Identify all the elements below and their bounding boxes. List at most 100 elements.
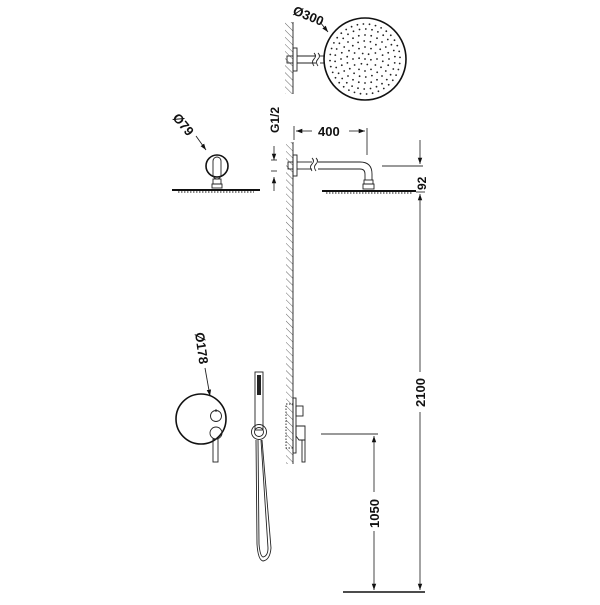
nozzle-dot <box>370 47 372 50</box>
nozzle-dot <box>353 52 356 54</box>
nozzle-dot <box>364 34 366 36</box>
nozzle-pattern <box>329 23 401 95</box>
nozzle-dot <box>343 70 346 72</box>
nozzle-dot <box>352 78 354 81</box>
nozzle-dot <box>388 58 390 60</box>
shower-arm-side-view: G1/2 400 <box>268 107 416 464</box>
nozzle-dot <box>329 59 331 62</box>
nozzle-dot <box>398 62 401 65</box>
nozzle-dot <box>385 30 388 33</box>
nozzle-dot <box>358 75 361 78</box>
nozzle-dot <box>346 62 349 64</box>
hand-shower-spray-face <box>257 375 261 395</box>
nozzle-dot <box>348 49 350 52</box>
nozzle-dot <box>352 30 355 33</box>
nozzle-dot <box>381 41 383 43</box>
nozzle-dot <box>371 92 374 95</box>
nozzle-dot <box>340 64 343 67</box>
nozzle-dot <box>393 62 396 64</box>
nozzle-dot <box>369 87 372 90</box>
nozzle-dot <box>351 85 353 87</box>
nozzle-dot <box>352 37 354 40</box>
nozzle-dot <box>359 92 362 95</box>
nozzle-dot <box>380 66 382 69</box>
nozzle-dot <box>358 68 360 71</box>
nozzle-dot <box>387 51 390 54</box>
nozzle-dot <box>362 23 365 25</box>
nozzle-dot <box>377 31 379 33</box>
nozzle-dot <box>381 75 383 77</box>
nozzle-dot <box>382 87 385 90</box>
nozzle-dot <box>364 70 366 72</box>
nozzle-dot <box>342 85 345 88</box>
nozzle-dot <box>384 46 387 48</box>
nozzle-dot <box>340 51 343 54</box>
label-diameter-300: Ø300 <box>291 3 326 29</box>
nozzle-dot <box>381 82 383 85</box>
label-g-half: G1/2 <box>268 107 282 133</box>
nozzle-dot <box>353 72 355 75</box>
wall-flange-front-view: Ø79 <box>170 110 260 193</box>
nozzle-dot <box>393 39 396 42</box>
nozzle-dot <box>399 56 401 59</box>
nozzle-dot <box>386 38 389 41</box>
label-drop-92: 92 <box>415 176 429 190</box>
nozzle-dot <box>367 53 370 56</box>
nozzle-dot <box>352 58 354 60</box>
nozzle-dot <box>377 90 380 93</box>
nozzle-dot <box>369 40 372 43</box>
wall-hatch-main <box>286 142 293 464</box>
mixer-side-view <box>285 397 306 463</box>
nozzle-dot <box>358 47 360 50</box>
nozzle-dot <box>340 58 342 60</box>
nozzle-dot <box>357 34 360 37</box>
nozzle-dot <box>361 52 364 55</box>
nozzle-dot <box>384 70 387 72</box>
nozzle-dot <box>342 37 345 40</box>
nozzle-dot <box>375 85 378 88</box>
nozzle-dot <box>350 25 353 28</box>
hand-shower-with-hose <box>251 371 272 562</box>
nozzle-dot <box>348 89 350 91</box>
nozzle-dot <box>376 58 378 60</box>
nozzle-dot <box>380 27 382 29</box>
nozzle-dot <box>333 42 335 44</box>
nozzle-dot <box>351 44 354 47</box>
nozzle-dot <box>330 47 333 50</box>
nozzle-dot <box>336 36 339 39</box>
nozzle-dot <box>365 93 368 95</box>
nozzle-dot <box>391 79 394 82</box>
nozzle-dot <box>370 81 373 84</box>
nozzle-dot <box>387 64 390 67</box>
nozzle-dot <box>364 28 367 30</box>
nozzle-dot <box>358 57 360 60</box>
nozzle-dot <box>364 58 366 60</box>
nozzle-dot <box>394 55 396 58</box>
nozzle-dot <box>329 65 332 68</box>
nozzle-dot <box>392 68 395 70</box>
nozzle-dot <box>374 24 377 27</box>
nozzle-dot <box>341 77 344 80</box>
nozzle-dot <box>376 37 378 40</box>
nozzle-dot <box>357 41 359 44</box>
nozzle-dot <box>366 63 369 66</box>
nozzle-dot <box>347 75 349 77</box>
nozzle-dot <box>398 50 401 53</box>
nozzle-dot <box>357 87 359 90</box>
nozzle-dot <box>346 55 349 58</box>
nozzle-dot <box>356 23 359 26</box>
nozzle-dot <box>347 33 349 36</box>
nozzle-dot <box>347 41 349 43</box>
nozzle-dot <box>363 88 366 90</box>
height-dimensions: 92 2100 <box>382 140 429 590</box>
wall-hatch-top <box>285 22 293 94</box>
nozzle-dot <box>381 54 384 56</box>
nozzle-dot <box>363 40 366 42</box>
nozzle-dot <box>376 78 378 81</box>
nozzle-dot <box>338 42 341 45</box>
nozzle-dot <box>353 64 356 66</box>
nozzle-dot <box>374 52 377 54</box>
nozzle-dot <box>397 68 400 71</box>
nozzle-dot <box>348 67 351 70</box>
